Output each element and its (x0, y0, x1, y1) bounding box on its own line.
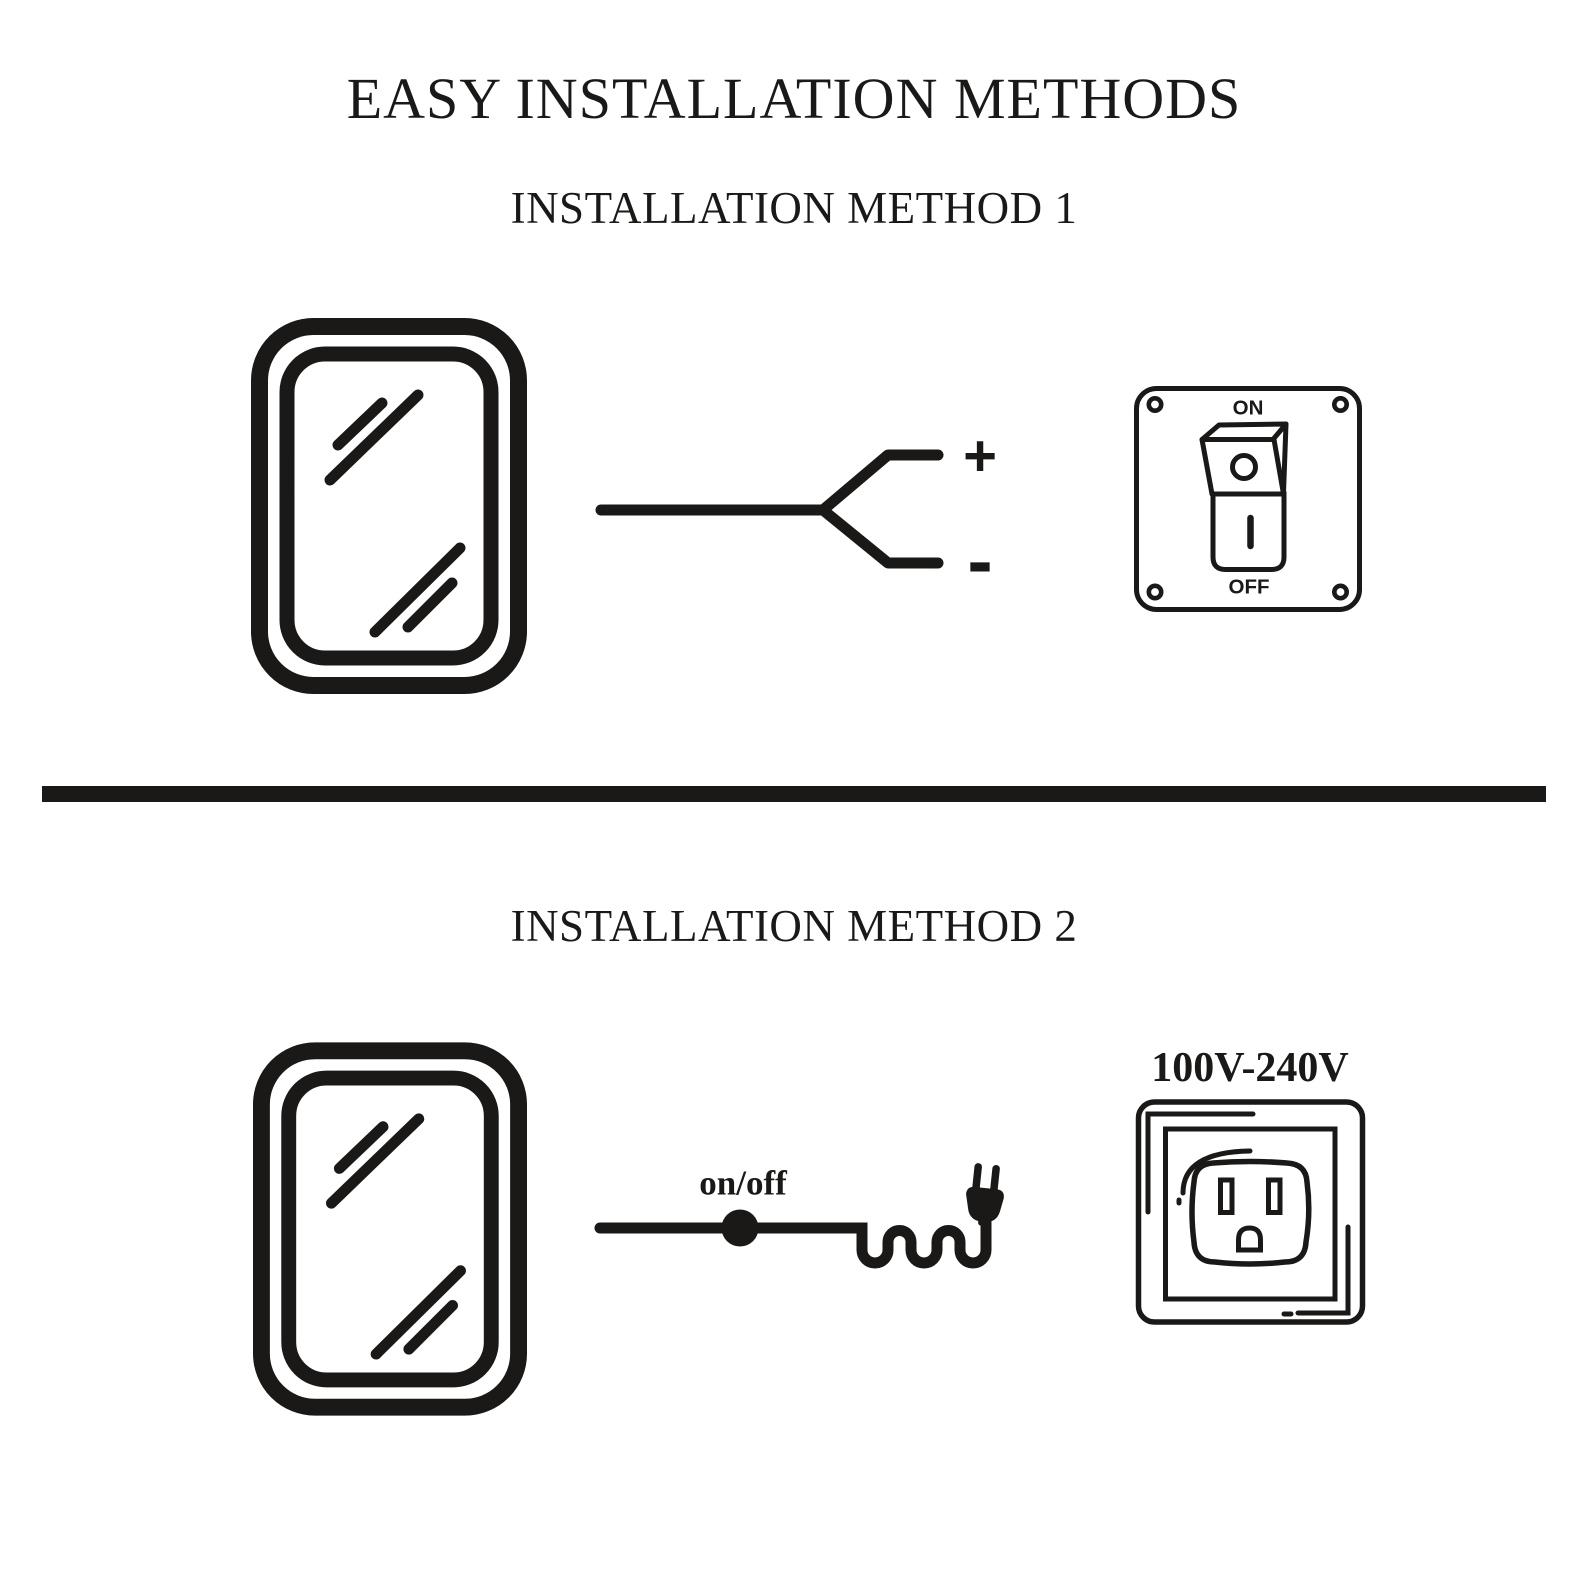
positive-label: + (963, 424, 997, 489)
switch-off-label: OFF (1229, 576, 1270, 599)
rocker-on-symbol (1230, 453, 1258, 481)
wall-socket-icon: 100V-240V (1135, 1045, 1366, 1325)
outlet-inner-frame (1163, 1126, 1338, 1302)
cord-path (594, 1206, 992, 1269)
outlet-face (1189, 1158, 1312, 1267)
mirror-shine-lines (324, 389, 466, 638)
section-divider (42, 786, 1546, 802)
dc-wire-icon: + - (595, 424, 997, 604)
outlet-cover-plate (1135, 1099, 1366, 1325)
rocker-button (1199, 421, 1289, 572)
mirror-icon (252, 1042, 528, 1416)
inline-switch-button (721, 1209, 759, 1247)
method-2-heading: INSTALLATION METHOD 2 (510, 901, 1078, 951)
switch-on-label: ON (1233, 397, 1264, 420)
wire-split-path (595, 449, 944, 569)
decorative-accent-lines (1145, 1111, 1351, 1317)
page-title: EASY INSTALLATION METHODS (346, 66, 1242, 131)
outlet-slots (1218, 1177, 1283, 1253)
ground-hole (1236, 1225, 1263, 1253)
mirror-frame (252, 1042, 528, 1416)
voltage-label: 100V-240V (1151, 1045, 1349, 1091)
power-cord-icon: on/off (594, 1163, 1004, 1269)
onoff-label: on/off (699, 1164, 787, 1203)
screw-holes (1146, 396, 1350, 601)
mirror-shine-lines (325, 1113, 466, 1360)
mirror-icon (251, 318, 527, 694)
method-1-heading: INSTALLATION METHOD 1 (510, 183, 1078, 233)
two-prong-plug-icon (966, 1163, 1004, 1227)
rocker-switch-icon: ON OFF (1134, 386, 1362, 612)
negative-label: - (967, 519, 992, 604)
mirror-frame (251, 318, 527, 694)
switch-plate (1134, 386, 1362, 612)
